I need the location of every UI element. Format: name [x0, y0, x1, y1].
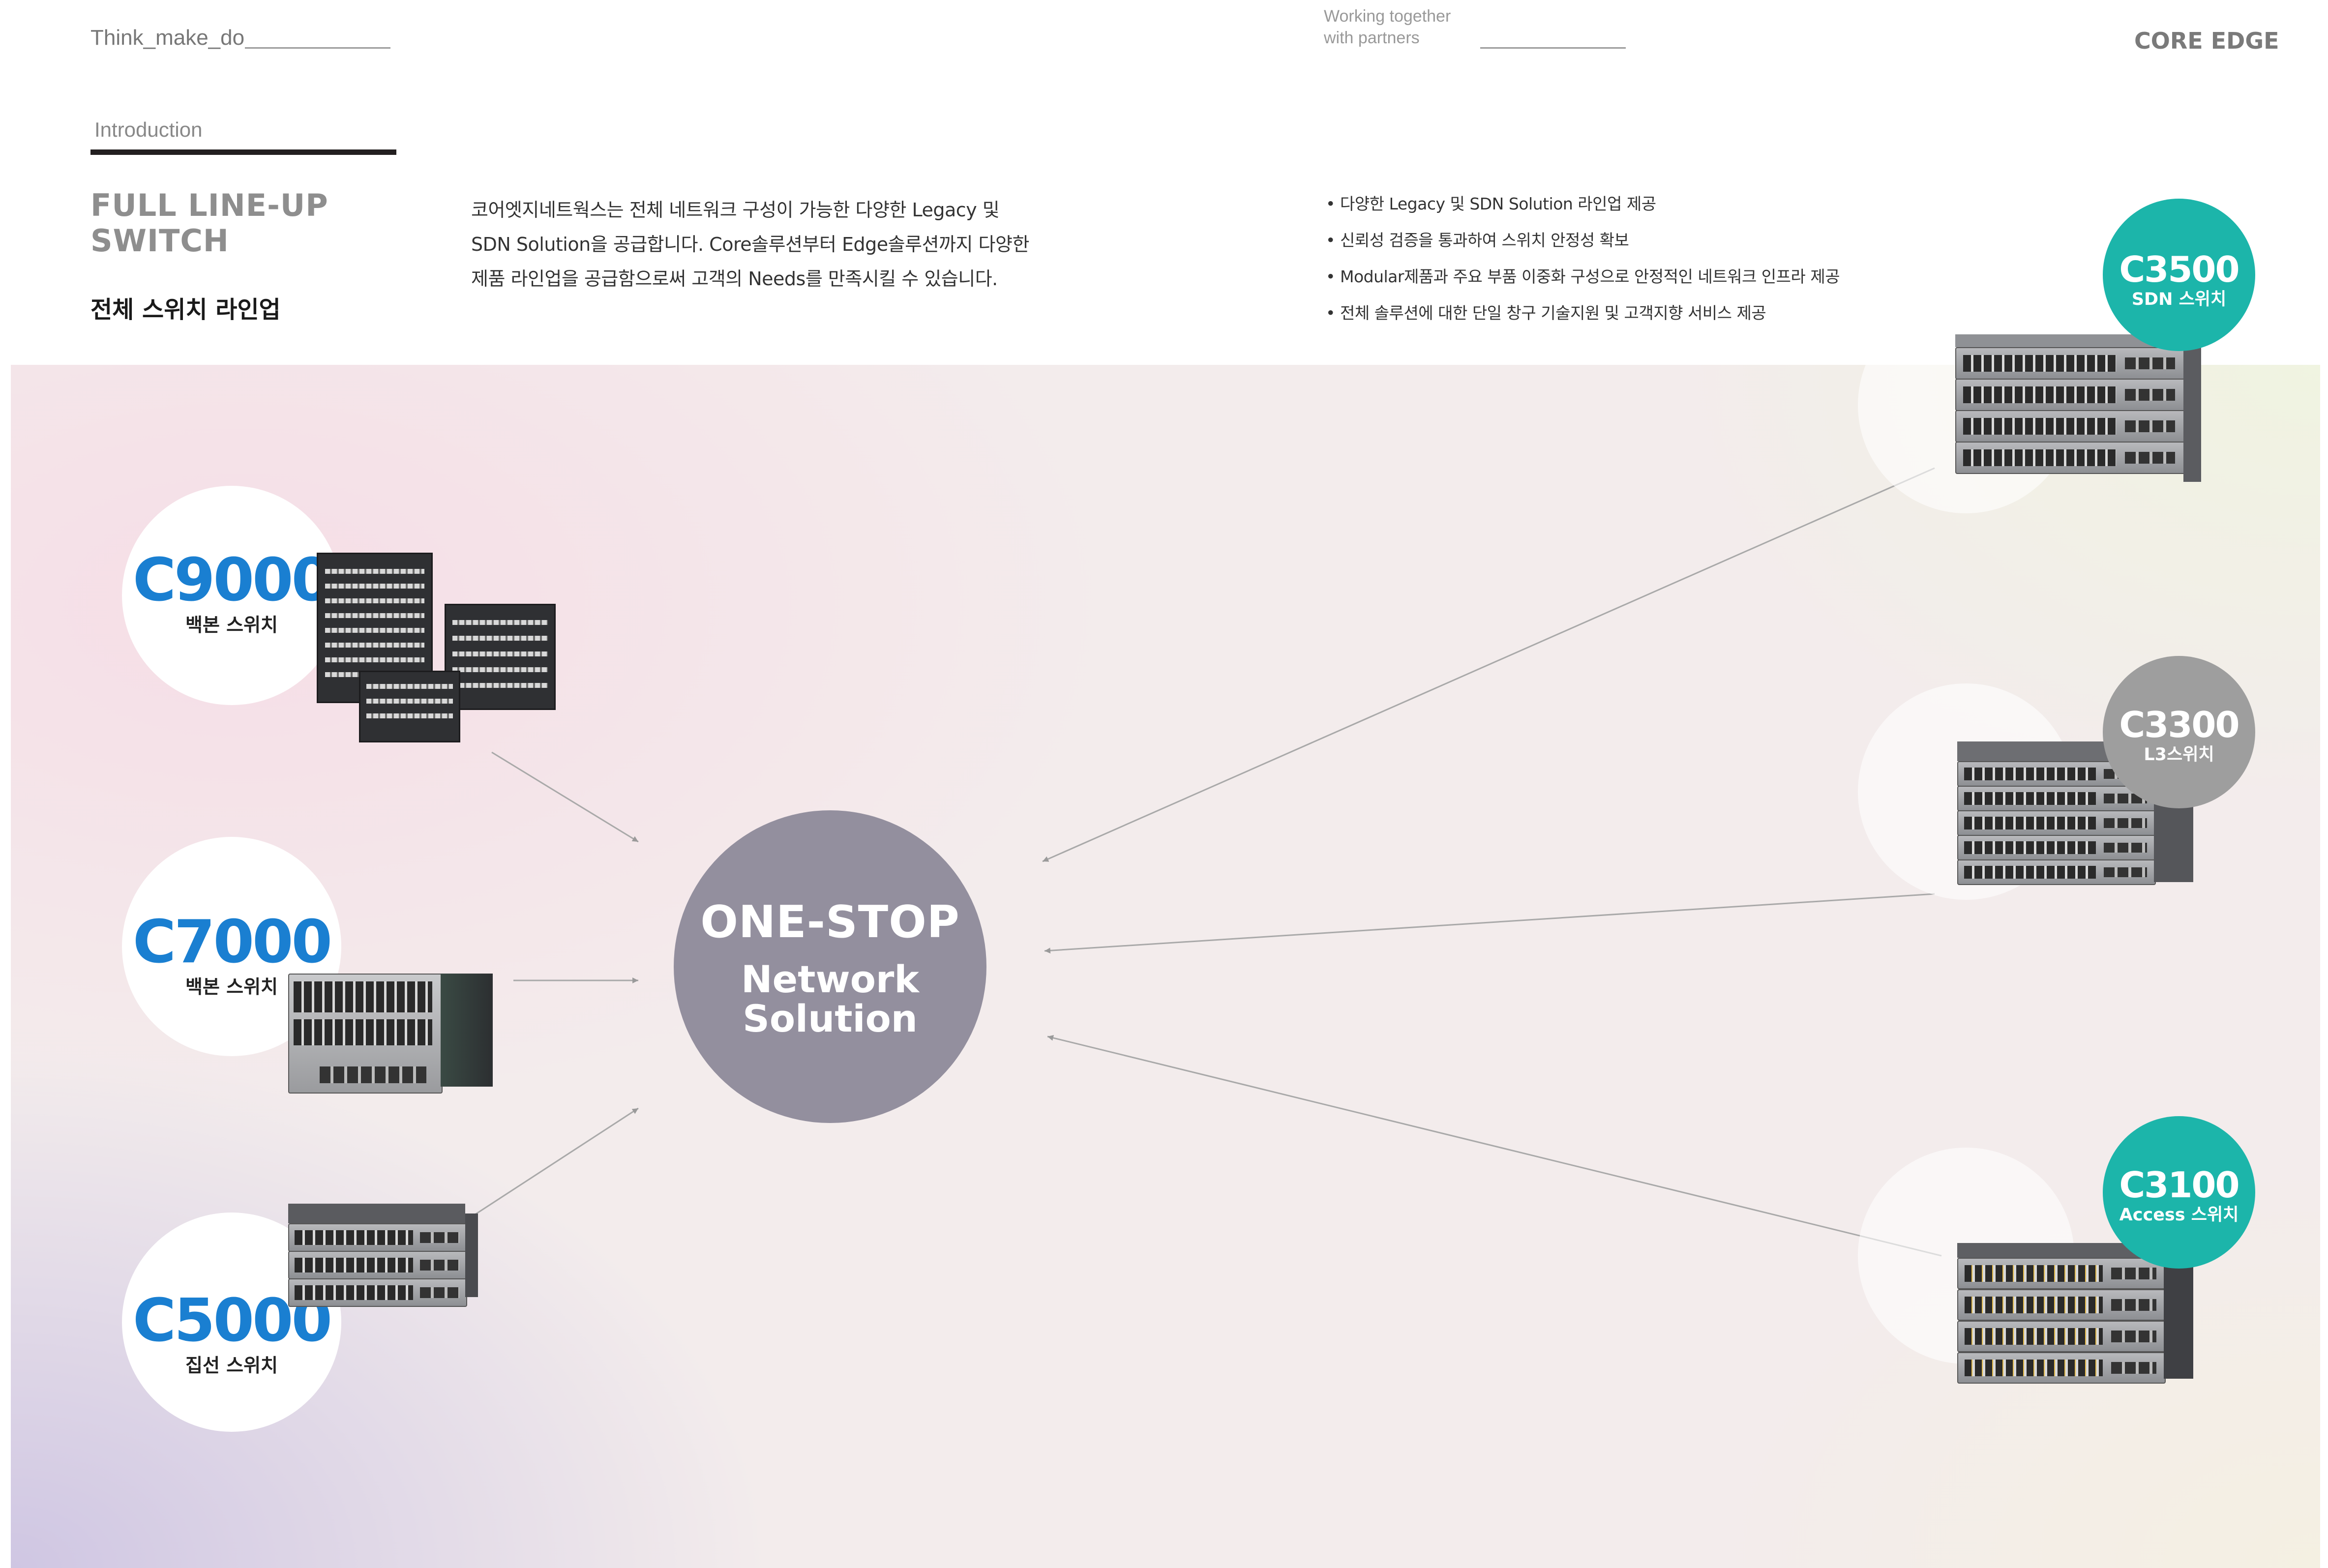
c9000-circle	[122, 486, 341, 705]
model-code: C9000	[132, 546, 332, 615]
c9000-switch-image	[315, 553, 561, 745]
model-code: C3500	[2119, 249, 2239, 290]
working-rule	[1480, 47, 1626, 49]
arrow-c3100	[1047, 1035, 1942, 1257]
paragraph-line: 코어엣지네트웍스는 전체 네트워크 구성이 가능한 다양한 Legacy 및	[471, 199, 1000, 221]
c9000-label: C9000 백본 스위치	[122, 549, 341, 637]
tagline-rule	[245, 47, 390, 49]
paragraph-line: 제품 라인업을 공급함으로써 고객의 Needs를 만족시킬 수 있습니다.	[471, 268, 998, 290]
section-title: FULL LINE-UP SWITCH	[90, 188, 328, 259]
c3500-badge: C3500 SDN 스위치	[2103, 199, 2255, 351]
section-title-line1: FULL LINE-UP	[90, 187, 328, 223]
arrow-c5000	[475, 1107, 639, 1215]
intro-paragraph: 코어엣지네트웍스는 전체 네트워크 구성이 가능한 다양한 Legacy 및 S…	[471, 193, 1061, 296]
model-type: 집선 스위치	[185, 1355, 278, 1376]
intro-rule	[90, 149, 396, 155]
c5000-switch-image	[288, 1204, 478, 1310]
model-type: L3스위치	[2144, 745, 2214, 765]
c3100-switch-image	[1957, 1243, 2203, 1400]
intro-label: Introduction	[94, 118, 203, 141]
arrow-c9000	[491, 751, 639, 843]
section-title-line2: SWITCH	[90, 223, 229, 259]
feature-item: Modular제품과 주요 부품 이중화 구성으로 안정적인 네트워크 인프라 …	[1326, 259, 1840, 295]
c3100-badge: C3100 Access 스위치	[2103, 1116, 2255, 1269]
brand-name: CORE EDGE	[2134, 28, 2279, 54]
one-stop-subtitle-line1: Network	[741, 957, 919, 1001]
model-type: Access 스위치	[2119, 1205, 2239, 1225]
one-stop-subtitle-line2: Solution	[743, 997, 918, 1040]
feature-item: 다양한 Legacy 및 SDN Solution 라인업 제공	[1326, 186, 1840, 222]
model-type: 백본 스위치	[185, 976, 278, 998]
feature-item: 신뢰성 검증을 통과하여 스위치 안정성 확보	[1326, 222, 1840, 259]
arrow-c3300	[1044, 893, 1935, 954]
working-together-line2: with partners	[1324, 29, 1420, 47]
c3500-switch-image	[1955, 315, 2211, 492]
model-code: C3300	[2119, 704, 2239, 745]
one-stop-title: ONE-STOP	[700, 896, 960, 948]
arrow-c3500	[1042, 467, 1935, 862]
c7000-label: C7000 백본 스위치	[122, 911, 341, 999]
feature-list: 다양한 Legacy 및 SDN Solution 라인업 제공 신뢰성 검증을…	[1326, 186, 1840, 331]
section-title-korean: 전체 스위치 라인업	[90, 296, 281, 324]
c3300-badge: C3300 L3스위치	[2103, 656, 2255, 808]
model-code: C3100	[2119, 1164, 2239, 1206]
c7000-switch-image	[288, 974, 500, 1096]
one-stop-circle: ONE-STOP Network Solution	[674, 810, 986, 1123]
model-code: C7000	[132, 908, 332, 976]
model-type: SDN 스위치	[2131, 290, 2227, 309]
tagline: Think_make_do	[90, 26, 245, 50]
working-together-line1: Working together	[1324, 7, 1451, 26]
model-type: 백본 스위치	[185, 614, 278, 636]
paragraph-line: SDN Solution을 공급합니다. Core솔루션부터 Edge솔루션까지…	[471, 234, 1029, 255]
feature-item: 전체 솔루션에 대한 단일 창구 기술지원 및 고객지향 서비스 제공	[1326, 295, 1840, 331]
